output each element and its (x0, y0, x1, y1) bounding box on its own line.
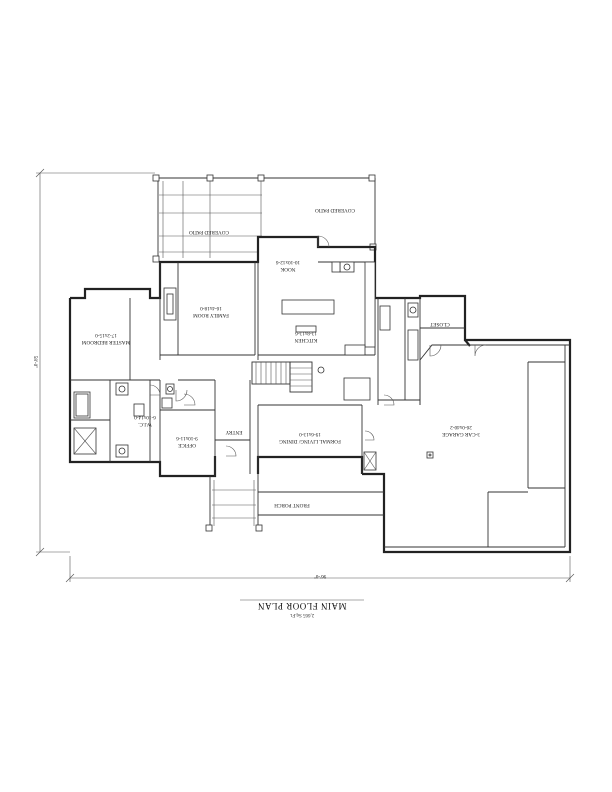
room-name: FRONT PORCH (274, 502, 310, 508)
room-name: FORMAL LIVING/ DINING (279, 438, 341, 444)
plan-title-block: MAIN FLOOR PLAN 2,665 Sq.Ft. (240, 599, 364, 617)
room-name: ENTRY (225, 429, 242, 435)
room-front-porch: FRONT PORCH (274, 502, 310, 508)
room-name: COVERED PATIO (189, 229, 229, 235)
room-size: 26-0x40-2 (450, 424, 472, 430)
covered-patio-area (152, 174, 377, 263)
room-name: MASTER BEDROOM (81, 339, 130, 345)
depth-dimension-label: 58'-0" (32, 356, 38, 369)
width-dimension-line: 96'-0" (65, 556, 575, 583)
room-size: 9-10x11-6 (176, 435, 198, 441)
room-nook: NOOK 10-10x12-6 (275, 259, 300, 272)
room-size: 17-2x15-0 (95, 332, 117, 338)
room-master-bedroom: MASTER BEDROOM 17-2x15-0 (81, 332, 130, 345)
utility-fixtures (343, 302, 434, 471)
room-size: 19-6x13-0 (299, 431, 321, 437)
room-name: CLOSET (429, 321, 449, 327)
plan-square-footage: 2,665 Sq.Ft. (290, 612, 314, 617)
room-name: FAMILY ROOM (193, 312, 229, 318)
room-name: COVERED PATIO (315, 207, 355, 213)
room-entry: ENTRY (225, 429, 242, 435)
room-name: 3-CAR GARAGE (442, 431, 480, 437)
room-garage: 3-CAR GARAGE 26-0x40-2 (442, 424, 480, 437)
staircase (251, 361, 313, 393)
bath-fixtures (73, 382, 175, 458)
room-family-room: FAMILY ROOM 16-4x18-0 (193, 305, 229, 318)
room-office: OFFICE 9-10x11-6 (176, 435, 198, 448)
room-covered-patio-right: COVERED PATIO (315, 207, 355, 213)
room-covered-patio-left: COVERED PATIO (189, 229, 229, 235)
plan-title: MAIN FLOOR PLAN (257, 601, 346, 611)
room-size: 13-8x13-6 (295, 330, 317, 336)
exterior-walls (68, 235, 572, 554)
kitchen-fixtures (281, 261, 376, 374)
front-porch-area (205, 474, 384, 532)
room-formal-living-dining: FORMAL LIVING/ DINING 19-6x13-0 (279, 431, 341, 444)
room-name: KITCHEN (294, 337, 317, 343)
room-closet: CLOSET (429, 321, 449, 327)
room-kitchen: KITCHEN 13-8x13-6 (294, 330, 317, 343)
width-dimension-label: 96'-0" (314, 573, 327, 579)
room-size: 6-10x14-0 (134, 414, 156, 420)
room-wic: W.I.C. 6-10x14-0 (134, 414, 156, 427)
room-name: OFFICE (178, 442, 196, 448)
depth-dimension-line: 58'-0" (32, 168, 155, 557)
room-size: 10-10x12-6 (275, 259, 300, 265)
family-room-fireplace (163, 287, 177, 321)
room-name: NOOK (280, 266, 295, 272)
room-size: 16-4x18-0 (200, 305, 222, 311)
door-swings (149, 235, 487, 457)
room-name: W.I.C. (138, 421, 152, 427)
